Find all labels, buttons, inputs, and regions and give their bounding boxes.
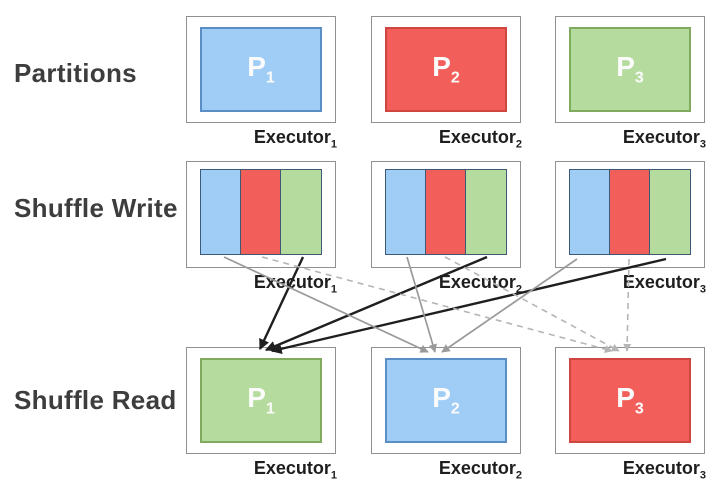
shuffle-write-2-stripes — [385, 169, 508, 255]
shuffle-write-1-stripes — [200, 169, 323, 255]
write-2-green-stripe — [465, 169, 508, 255]
shuffle-write-3-stripes — [569, 169, 692, 255]
partition-p3-block: P3 — [569, 27, 691, 112]
partition-p1-block: P1 — [200, 27, 322, 112]
shuffle-read-executor-3-box: P3 Executor3 — [555, 347, 706, 481]
partition-p2-label: P2 — [432, 50, 460, 87]
write-2-red-stripe — [425, 169, 467, 255]
row-label-partitions: Partitions — [14, 58, 137, 88]
read-p2-block: P2 — [385, 358, 507, 443]
arrow-write2-blue-to-read-p2 — [406, 256, 437, 353]
shuffle-write-executor-3-box: Executor3 — [555, 161, 706, 295]
write-1-red-stripe — [240, 169, 282, 255]
write-3-green-stripe — [649, 169, 692, 255]
shuffle-read-executor-2-box: P2 Executor2 — [371, 347, 522, 481]
write-3-red-stripe — [609, 169, 651, 255]
write-2-blue-stripe — [385, 169, 427, 255]
write-1-green-stripe — [280, 169, 323, 255]
executor-2-label: Executor2 — [438, 272, 522, 296]
executor-3-label: Executor3 — [622, 127, 706, 151]
executor-1-label: Executor1 — [253, 272, 337, 296]
read-p3-block: P3 — [569, 358, 691, 443]
partitions-executor-1-box: P1 Executor1 — [186, 16, 337, 150]
executor-2-label: Executor2 — [438, 458, 522, 482]
read-p1-block: P1 — [200, 358, 322, 443]
row-label-shuffle-read: Shuffle Read — [14, 385, 177, 415]
row-label-shuffle-write: Shuffle Write — [14, 193, 178, 223]
executor-1-label: Executor1 — [253, 127, 337, 151]
write-3-blue-stripe — [569, 169, 611, 255]
write-1-blue-stripe — [200, 169, 242, 255]
read-p1-label: P1 — [247, 381, 275, 418]
partition-p1-label: P1 — [247, 50, 275, 87]
partitions-executor-3-box: P3 Executor3 — [555, 16, 706, 150]
partition-p3-label: P3 — [616, 50, 644, 87]
arrow-write1-green-to-read-p1 — [258, 256, 305, 350]
read-p3-label: P3 — [616, 381, 644, 418]
read-p2-label: P2 — [432, 381, 460, 418]
executor-3-label: Executor3 — [622, 458, 706, 482]
partition-p2-block: P2 — [385, 27, 507, 112]
executor-3-label: Executor3 — [622, 272, 706, 296]
arrow-write2-green-to-read-p1 — [265, 255, 488, 352]
shuffle-write-executor-1-box: Executor1 — [186, 161, 337, 295]
executor-2-label: Executor2 — [438, 127, 522, 151]
executor-1-label: Executor1 — [253, 458, 337, 482]
shuffle-read-executor-1-box: P1 Executor1 — [186, 347, 337, 481]
shuffle-write-executor-2-box: Executor2 — [371, 161, 522, 295]
partitions-executor-2-box: P2 Executor2 — [371, 16, 522, 150]
